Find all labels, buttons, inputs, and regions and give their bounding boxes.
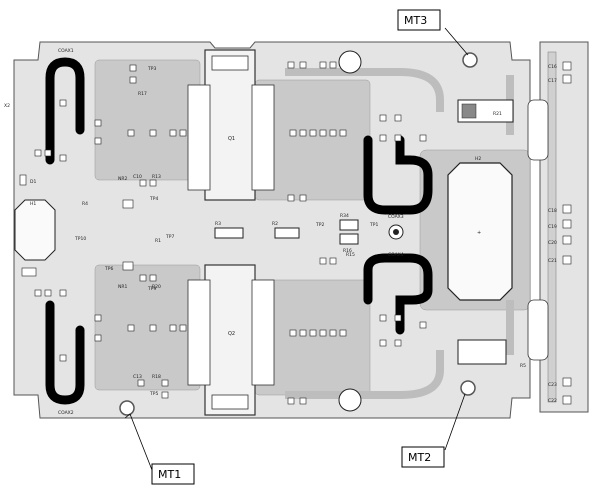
coax2-trace	[45, 300, 85, 405]
label-tp7: TP7	[165, 234, 174, 240]
label-h1: H1	[30, 201, 36, 207]
label-q2: Q2	[228, 331, 235, 337]
mounting-hole-mt3	[462, 52, 478, 68]
mounting-hole-mt1	[119, 400, 135, 416]
transistor-q1: Q1	[187, 49, 275, 201]
callout-mt1-label: MT1	[158, 468, 181, 481]
label-nr1: NR1	[118, 284, 127, 290]
pour-top-left	[94, 59, 201, 181]
label-r15: R15	[346, 252, 355, 258]
label-q1: Q1	[228, 136, 235, 142]
transformer-h2: H2 +	[447, 156, 513, 301]
label-coax4: COAX4	[388, 252, 404, 258]
component-labels: COAX1 COAX2 COAX3 COAX4 X2 D1 R15 TP3 TP…	[4, 48, 557, 416]
transformer-h1: H1	[14, 199, 56, 261]
electrolytic-caps	[338, 50, 362, 412]
label-d1: D1	[30, 179, 36, 185]
resistor-r5: R5	[457, 339, 526, 369]
mounting-hole-mt2	[460, 380, 476, 396]
label-r18: R18	[152, 374, 161, 380]
label-coax3: COAX3	[388, 214, 404, 220]
callout-mt2-label: MT2	[408, 451, 431, 464]
label-r3: R3	[215, 221, 221, 227]
coax1-trace	[45, 57, 85, 165]
smd-pads	[19, 61, 572, 405]
label-c20: C20	[548, 240, 557, 246]
trace-bottom-arc	[285, 350, 444, 399]
label-tp6: TP6	[104, 266, 113, 272]
label-r2: R2	[272, 221, 278, 227]
coax-traces	[45, 57, 433, 405]
label-r1: R1	[155, 238, 161, 244]
resistor-r21: R21	[457, 99, 514, 123]
label-tp1: TP1	[369, 222, 378, 228]
label-coax2: COAX2	[58, 410, 74, 416]
label-r20: R20	[152, 284, 161, 290]
label-tp10: TP10	[74, 236, 86, 242]
label-c22: C22	[548, 398, 557, 404]
resistor-r16	[339, 233, 359, 245]
callout-mt3: MT3	[397, 9, 469, 56]
label-tp2: TP2	[315, 222, 324, 228]
mounting-holes	[119, 52, 478, 416]
label-r16: R16	[343, 248, 352, 254]
label-c16: C16	[548, 64, 557, 70]
right-connector-inner	[547, 51, 557, 403]
transistor-q2: Q2	[187, 264, 275, 416]
h2-center-mark: +	[477, 230, 481, 236]
label-tp3: TP3	[147, 66, 156, 72]
label-tp9: TP9	[147, 286, 156, 292]
center-components: R3 R2 R34 R16 TP1 TP2 R1 TP7	[155, 213, 404, 254]
trace-top-arc	[285, 68, 444, 112]
label-r13: R13	[152, 174, 161, 180]
label-c19: C19	[548, 224, 557, 230]
label-r5: R5	[520, 363, 526, 369]
label-tp4: TP4	[149, 196, 158, 202]
label-c23: C23	[548, 382, 557, 388]
label-r34: R34	[340, 213, 349, 219]
callout-mt2: MT2	[401, 393, 466, 468]
label-h2: H2	[475, 156, 481, 162]
label-c18: C18	[548, 208, 557, 214]
label-r4: R4	[82, 201, 88, 207]
right-pads	[527, 99, 549, 361]
label-c21: C21	[548, 258, 557, 264]
label-c17: C17	[548, 78, 557, 84]
label-c10: C10	[133, 174, 142, 180]
cap-bottom	[338, 388, 362, 412]
resistor-r34	[339, 219, 359, 231]
label-coax1: COAX1	[58, 48, 74, 54]
label-tp5: TP5	[149, 391, 158, 397]
label-c13: C13	[133, 374, 142, 380]
resistor-r2	[274, 227, 300, 239]
resistor-r3	[214, 227, 244, 239]
label-r21: R21	[493, 111, 502, 117]
label-nr2: NR2	[118, 176, 127, 182]
coax4-trace	[363, 253, 433, 335]
label-r17: R17	[138, 91, 147, 97]
callout-mt1: MT1	[124, 413, 195, 485]
label-x2: X2	[4, 103, 10, 109]
callout-mt3-label: MT3	[404, 14, 427, 27]
coax3-trace	[363, 135, 433, 215]
cap-top	[338, 50, 362, 74]
